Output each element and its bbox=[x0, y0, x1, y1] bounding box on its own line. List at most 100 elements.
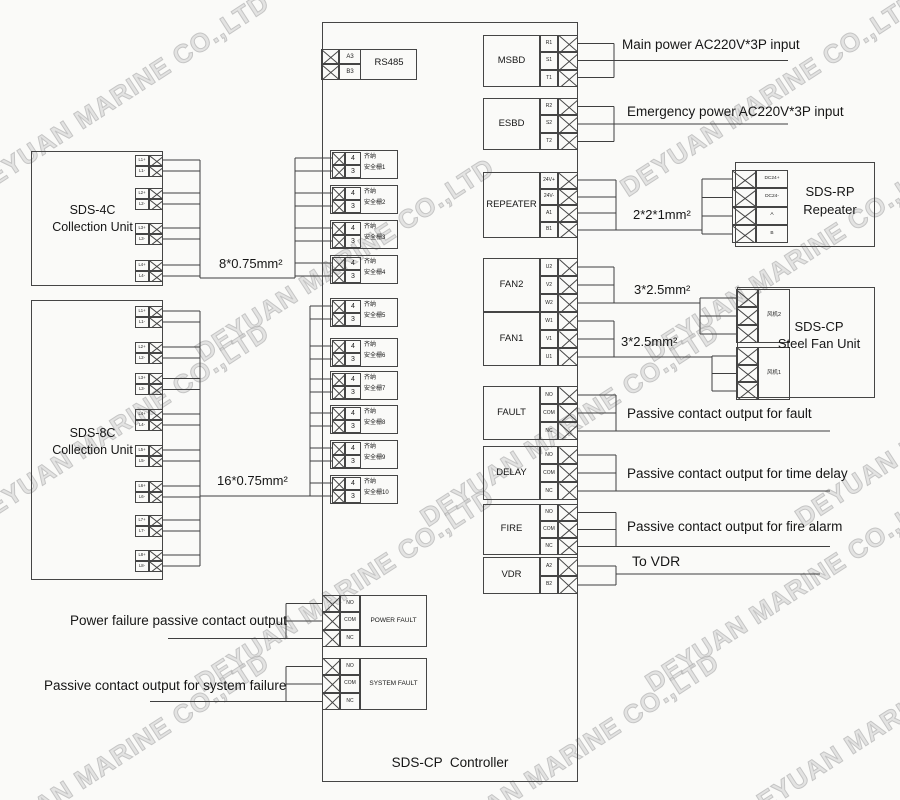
barrier-box-3 bbox=[330, 220, 398, 249]
terminal-x-icon bbox=[149, 222, 163, 234]
barrier-label-line1: 齐纳 bbox=[364, 189, 377, 195]
io-block-box-delay bbox=[483, 446, 540, 500]
terminal-x-icon bbox=[558, 188, 578, 205]
terminal-label: 24V+ bbox=[540, 172, 558, 189]
note-to-vdr: To VDR bbox=[632, 553, 681, 569]
terminal-label: 4 bbox=[345, 441, 361, 455]
terminal-x-icon bbox=[736, 307, 758, 325]
io-block-name-fire: FIRE bbox=[500, 523, 523, 535]
terminal-x-icon bbox=[332, 299, 345, 313]
terminal-label: L1+ bbox=[135, 305, 149, 317]
sdsrp-title-line2: Repeater bbox=[803, 202, 857, 217]
terminal-x-icon bbox=[322, 692, 340, 710]
terminal-label: NO bbox=[340, 658, 360, 676]
terminal-x-icon bbox=[149, 341, 163, 353]
terminal-label: COM bbox=[340, 675, 360, 693]
terminal-label: 3 bbox=[345, 419, 361, 433]
terminal-label: 4 bbox=[345, 372, 361, 386]
barrier-box-1 bbox=[330, 150, 398, 179]
terminal-label: L8- bbox=[135, 560, 149, 572]
cable-label-sds4c: 8*0.75mm² bbox=[219, 256, 283, 271]
terminal-x-icon bbox=[558, 464, 578, 482]
terminal-label: L2- bbox=[135, 352, 149, 364]
terminal-x-icon bbox=[732, 206, 756, 225]
terminal-x-icon bbox=[149, 233, 163, 245]
sds4c-box bbox=[31, 151, 163, 286]
terminal-x-icon bbox=[332, 186, 345, 200]
terminal-label: B3 bbox=[339, 64, 361, 80]
system_fault-name: SYSTEM FAULT bbox=[369, 680, 418, 688]
terminal-label: 4 bbox=[345, 476, 361, 490]
barrier-label-line2: 安全栅5 bbox=[364, 313, 386, 319]
terminal-x-icon bbox=[149, 491, 163, 503]
terminal-label: L1+ bbox=[135, 154, 149, 166]
terminal-label: T2 bbox=[540, 132, 558, 150]
terminal-x-icon bbox=[332, 164, 345, 178]
terminal-label: L1- bbox=[135, 316, 149, 328]
fan-unit-title-line2: Steel Fan Unit bbox=[777, 336, 861, 351]
terminal-x-icon bbox=[149, 270, 163, 282]
io-block-box-repeater bbox=[483, 172, 540, 238]
terminal-label: L6- bbox=[135, 491, 149, 503]
barrier-label-line2: 安全栅8 bbox=[364, 420, 386, 426]
terminal-x-icon bbox=[558, 348, 578, 366]
note-delay-output: Passive contact output for time delay bbox=[627, 466, 848, 481]
terminal-label: 3 bbox=[345, 312, 361, 326]
note-emergency-power: Emergency power AC220V*3P input bbox=[627, 104, 844, 119]
barrier-label-line1: 齐纳 bbox=[364, 479, 377, 485]
terminal-x-icon bbox=[332, 221, 345, 235]
barrier-box-4 bbox=[330, 255, 398, 284]
system_fault-box bbox=[360, 658, 427, 710]
terminal-x-icon bbox=[558, 132, 578, 150]
power_fault-box bbox=[360, 595, 427, 647]
cable-label-fan1: 3*2.5mm² bbox=[621, 334, 678, 349]
terminal-label: 4 bbox=[345, 339, 361, 353]
terminal-label: L3- bbox=[135, 384, 149, 395]
terminal-x-icon bbox=[322, 675, 340, 693]
terminal-label: 3 bbox=[345, 164, 361, 178]
terminal-x-icon bbox=[558, 258, 578, 276]
io-block-box-esbd bbox=[483, 98, 540, 150]
terminal-label: 24V- bbox=[540, 188, 558, 205]
terminal-x-icon bbox=[558, 35, 578, 53]
io-block-name-fault: FAULT bbox=[497, 406, 526, 418]
terminal-x-icon bbox=[332, 312, 345, 326]
sds8c-title-line2: Collection Unit bbox=[52, 443, 133, 457]
io-block-name-fan1: FAN1 bbox=[499, 332, 524, 344]
terminal-x-icon bbox=[332, 476, 345, 490]
terminal-label: COM bbox=[540, 464, 558, 482]
io-block-name-fan2: FAN2 bbox=[499, 278, 524, 290]
terminal-label: A2 bbox=[540, 557, 558, 576]
terminal-x-icon bbox=[149, 154, 163, 166]
terminal-label: W2 bbox=[540, 294, 558, 312]
cable-label-fan2: 3*2.5mm² bbox=[634, 282, 691, 297]
terminal-x-icon bbox=[332, 454, 345, 468]
terminal-label: NC bbox=[340, 692, 360, 710]
terminal-label: DC24+ bbox=[756, 170, 788, 189]
terminal-x-icon bbox=[558, 330, 578, 348]
terminal-x-icon bbox=[332, 234, 345, 248]
terminal-x-icon bbox=[149, 187, 163, 199]
terminal-x-icon bbox=[558, 312, 578, 330]
barrier-box-2 bbox=[330, 185, 398, 214]
terminal-x-icon bbox=[149, 305, 163, 317]
terminal-label: L2+ bbox=[135, 341, 149, 353]
terminal-label: A3 bbox=[339, 49, 361, 65]
io-block-box-fault bbox=[483, 386, 540, 440]
note-fault-output: Passive contact output for fault bbox=[627, 406, 812, 421]
note-fire-output: Passive contact output for fire alarm bbox=[627, 519, 843, 534]
terminal-label: R2 bbox=[540, 98, 558, 116]
barrier-box-7 bbox=[330, 371, 398, 400]
terminal-x-icon bbox=[332, 489, 345, 503]
terminal-x-icon bbox=[332, 256, 345, 270]
terminal-label: T1 bbox=[540, 69, 558, 87]
terminal-x-icon bbox=[558, 575, 578, 594]
terminal-label: 3 bbox=[345, 454, 361, 468]
io-block-box-fire bbox=[483, 504, 540, 555]
terminal-label: 3 bbox=[345, 269, 361, 283]
terminal-x-icon bbox=[332, 372, 345, 386]
io-block-box-fan2 bbox=[483, 258, 540, 312]
terminal-x-icon bbox=[321, 64, 339, 80]
terminal-x-icon bbox=[732, 170, 756, 189]
